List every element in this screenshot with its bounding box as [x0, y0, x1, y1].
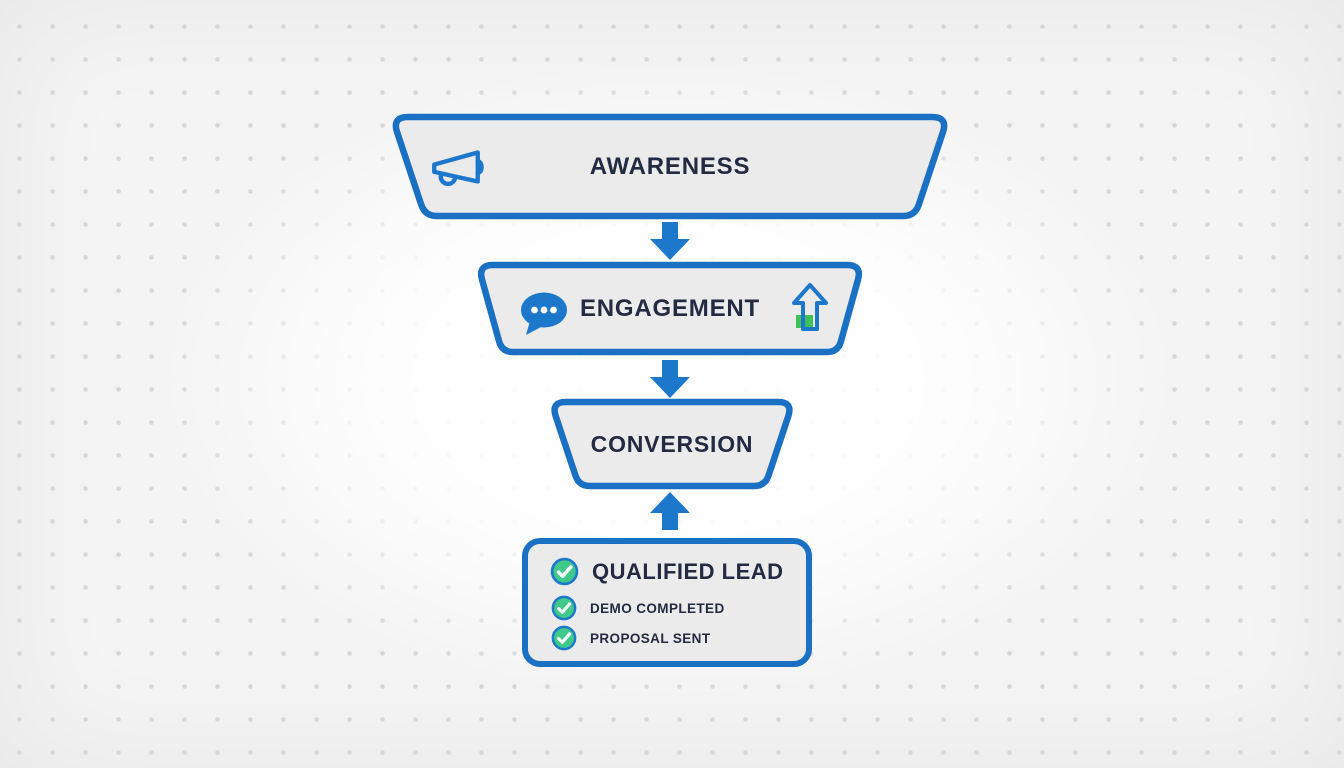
flow-arrow-up [648, 492, 692, 530]
check-circle-icon [551, 595, 577, 621]
lead-card-title: QUALIFIED LEAD [592, 558, 784, 584]
engagement-trapezoid-shape [477, 261, 863, 356]
funnel-stage-engagement: ENGAGEMENT [473, 260, 867, 357]
awareness-label: AWARENESS [589, 153, 751, 180]
funnel-stage-awareness: AWARENESS [387, 112, 953, 222]
check-circle-icon [550, 557, 579, 586]
check-circle-icon [551, 625, 577, 651]
upload-arrow-icon [792, 283, 828, 331]
chat-dots-icon [521, 292, 567, 335]
lead-card-item: DEMO COMPLETED [550, 595, 790, 621]
lead-card-item-label: DEMO COMPLETED [590, 600, 725, 616]
lead-card-title-row: QUALIFIED LEAD [550, 557, 790, 586]
funnel-stage-conversion: CONVERSION [546, 397, 798, 491]
engagement-label: ENGAGEMENT [579, 294, 760, 322]
conversion-label: CONVERSION [590, 430, 754, 457]
flow-arrow-down [648, 360, 692, 398]
qualified-lead-card: QUALIFIED LEAD DEMO COMPLETED PROPOSAL S… [522, 538, 812, 667]
conversion-trapezoid-shape [551, 398, 793, 490]
lead-card-item: PROPOSAL SENT [550, 625, 790, 651]
flow-arrow-down [648, 222, 692, 260]
megaphone-icon [432, 150, 484, 187]
lead-card-item-label: PROPOSAL SENT [590, 630, 711, 646]
awareness-trapezoid-shape [392, 113, 948, 220]
